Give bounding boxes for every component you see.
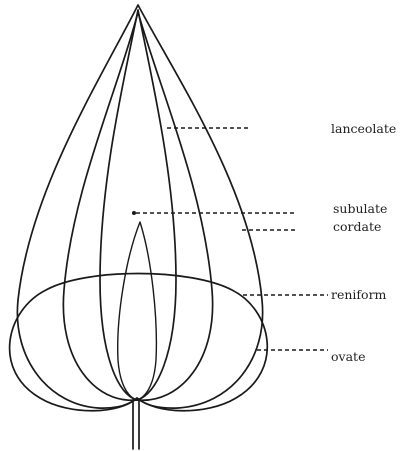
subulate-pointer-dot [132, 211, 136, 215]
label-cordate: cordate [333, 219, 381, 234]
reniform-outline [10, 274, 268, 411]
cordate-outline [17, 5, 262, 408]
lanceolate-outline [63, 12, 212, 400]
petiole [133, 400, 139, 449]
label-reniform: reniform [331, 287, 387, 302]
ovate-outline [100, 10, 176, 400]
label-subulate: subulate [333, 201, 387, 216]
label-lanceolate: lanceolate [331, 121, 396, 136]
label-ovate: ovate [331, 349, 365, 364]
subulate-outline [118, 222, 157, 400]
